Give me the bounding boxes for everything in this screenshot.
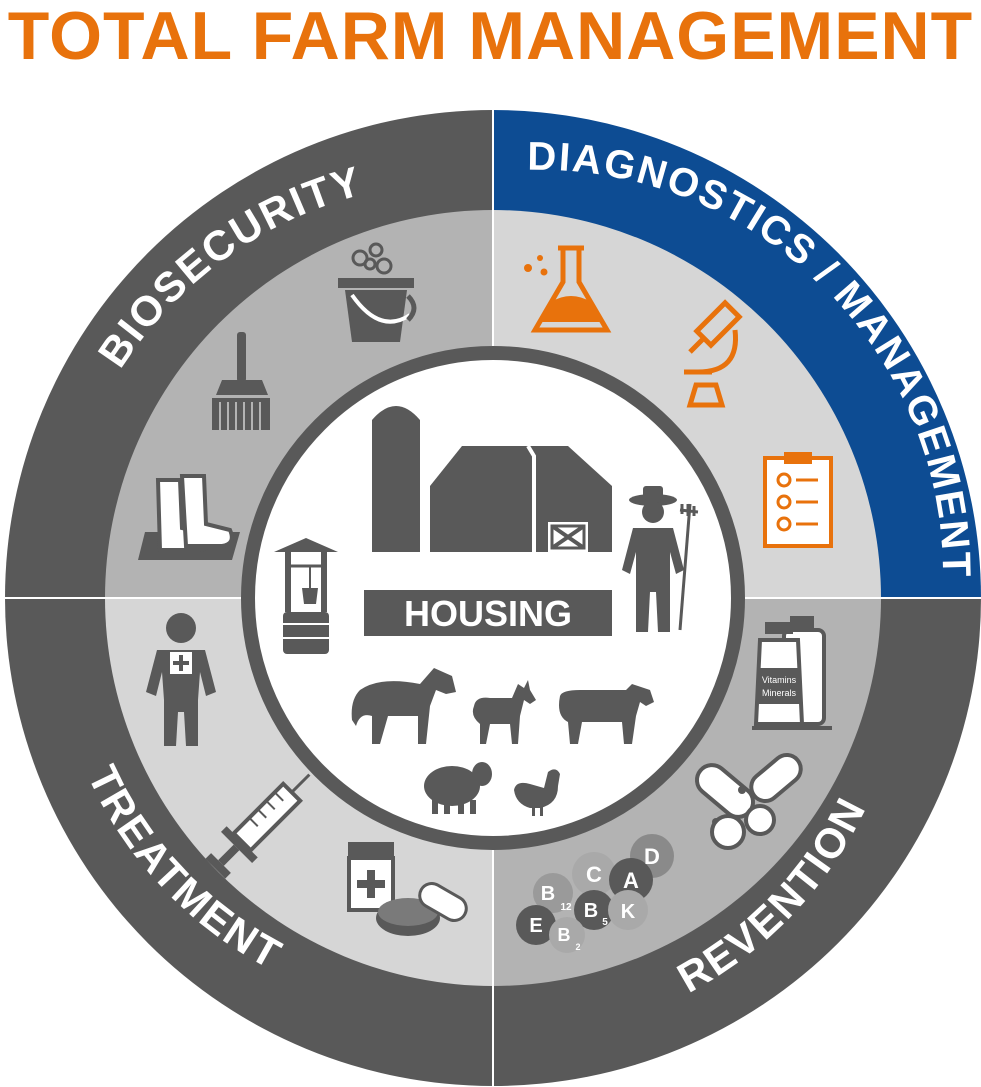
vitamin-b2 — [549, 917, 585, 953]
flask-icon — [524, 245, 612, 333]
chicken-icon — [514, 769, 560, 816]
vitamin-b12-text: B — [541, 883, 555, 905]
medicine-bottle-icon — [347, 842, 468, 936]
well-icon — [274, 538, 338, 654]
vitamin-e-text: E — [529, 915, 542, 937]
vitamin-b2-sub: 2 — [575, 942, 580, 952]
vitamin-letters-icon: D C A B 12 B 5 K E B 2 — [516, 834, 674, 953]
medic-person-icon — [146, 613, 216, 746]
farmer-icon — [622, 486, 699, 632]
page-title: TOTAL FARM MANAGEMENT — [7, 0, 974, 74]
vitamin-c — [572, 852, 616, 896]
vitamin-b5 — [574, 890, 614, 930]
vitamin-d-text: D — [644, 844, 660, 869]
vitamin-b12 — [533, 873, 573, 913]
vitamin-b5-sub: 5 — [602, 917, 608, 928]
vitamin-a — [609, 858, 653, 902]
vitamin-bottles-icon: Vitamins Minerals — [752, 616, 832, 730]
housing-banner: HOUSING — [364, 590, 612, 636]
vitamin-k-text: K — [621, 901, 636, 923]
bucket-icon — [338, 242, 417, 342]
silo-icon — [372, 406, 420, 552]
syringe-icon — [205, 773, 311, 879]
vitamin-e — [516, 905, 556, 945]
vitamin-b12-sub: 12 — [560, 902, 572, 913]
vitamins-text: Vitamins — [762, 675, 797, 685]
pills-icon — [694, 753, 803, 850]
vitamin-b2-text: B — [558, 925, 571, 945]
vitamin-c-text: C — [586, 862, 602, 887]
vitamin-b5-text: B — [584, 900, 598, 922]
clipboard-icon — [763, 452, 833, 548]
horse-icon — [351, 668, 456, 744]
minerals-text: Minerals — [762, 688, 797, 698]
microscope-icon — [684, 299, 743, 408]
boots-icon — [138, 474, 240, 560]
housing-label: HOUSING — [404, 593, 572, 634]
barn-icon — [430, 444, 612, 552]
cow-icon — [559, 684, 654, 744]
goat-icon — [472, 680, 536, 744]
sheep-icon — [424, 762, 492, 814]
broom-icon — [212, 332, 270, 430]
vitamin-a-text: A — [623, 868, 639, 893]
vitamin-k — [608, 890, 648, 930]
